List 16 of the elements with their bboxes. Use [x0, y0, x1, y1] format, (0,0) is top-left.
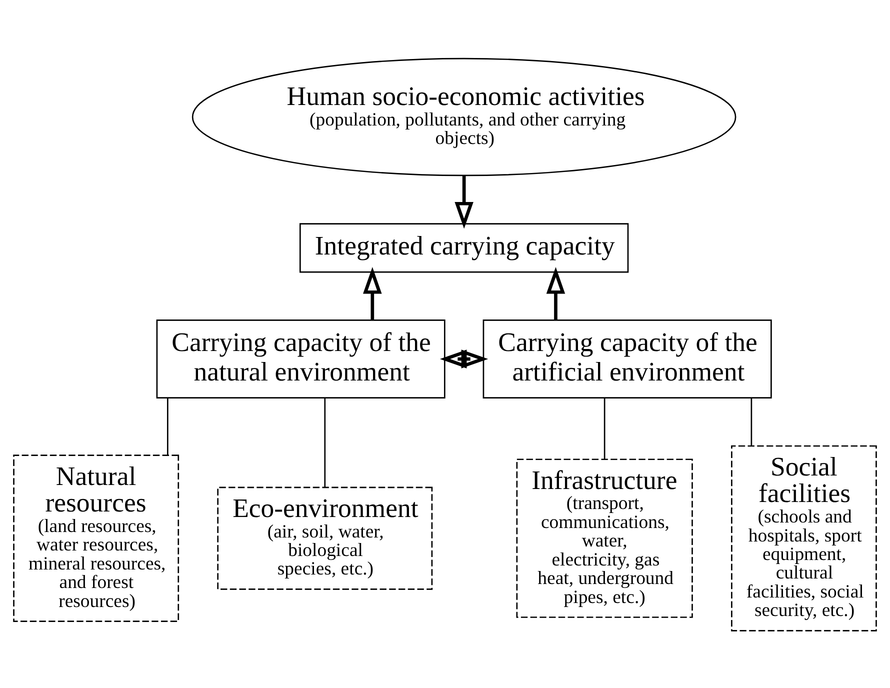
node-box: Natural resources (land resources, water resources, mineral resources, and forest resources) [13, 454, 180, 622]
node-box: Social facilities (schools and hospitals, sport equipment, cultural facilities, social security, etc.) [731, 444, 877, 631]
node-box: Eco-environment (air, soil, water, biological species, etc.) [217, 486, 433, 590]
arrow [363, 266, 382, 320]
arrow [546, 266, 566, 320]
node-box: Integrated carrying capacity [299, 222, 629, 272]
node-ellipse: Human socio-economic activities (population, pollutants, and other carrying objects) [192, 57, 736, 176]
connector [604, 397, 606, 459]
connector [324, 397, 326, 487]
arrow [440, 349, 488, 368]
node-box: Carrying capacity of the artificial environment [482, 319, 772, 398]
connector [750, 397, 752, 446]
node-box: Carrying capacity of the natural environment [156, 319, 446, 398]
connector [167, 397, 168, 455]
node-box: Infrastructure (transport, communications, water, electricity, gas heat, underground pipes, etc.) [516, 458, 693, 618]
arrow [454, 175, 474, 228]
